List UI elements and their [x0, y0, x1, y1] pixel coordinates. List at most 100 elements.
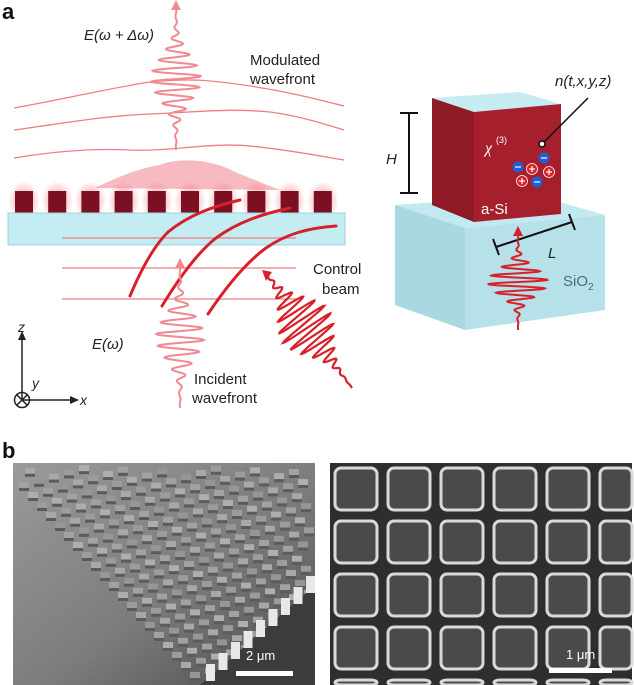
control-pulse	[266, 275, 353, 389]
sem-pillar-side	[37, 508, 47, 511]
sem-pillar-top-view	[545, 572, 591, 618]
incident-label-2: wavefront	[191, 390, 258, 407]
sem-pillar-side	[121, 497, 131, 500]
sem-pillar-side	[268, 493, 278, 497]
sem-pillar-top	[166, 478, 176, 485]
sem-pillar-side	[202, 524, 212, 528]
sem-pillar-top	[148, 521, 158, 527]
sem-pillar-top	[205, 605, 215, 612]
modulated-label-1: Modulated	[250, 52, 320, 69]
sem-pillar-side	[91, 568, 101, 571]
sem-pillar-top	[70, 517, 80, 524]
sem-pillar-side	[268, 556, 278, 559]
sem-pillar-top	[190, 609, 200, 616]
pillar	[280, 191, 299, 213]
sem-pillar-top	[217, 639, 227, 646]
sem-pillar-top	[145, 559, 155, 566]
sem-pillar-side	[280, 590, 290, 594]
sem-pillar-top	[151, 482, 161, 489]
sem-pillar-top	[223, 500, 233, 506]
sem-pillar-side	[28, 498, 38, 501]
sem-pillar-top	[163, 642, 173, 648]
sem-pillar-side	[97, 491, 107, 495]
sem-pillar-top	[232, 510, 242, 516]
sem-pillar-side	[169, 633, 179, 637]
sem-pillar-top	[238, 621, 248, 627]
sem-pillar-side	[271, 580, 281, 584]
sem-pillar-top	[298, 541, 308, 548]
index-pointer-dot	[538, 140, 546, 148]
sem-pillar-side	[106, 563, 116, 567]
sem-pillar-side	[226, 530, 236, 534]
sem-pillar-top-view	[333, 572, 379, 618]
sem-pillar-side	[253, 560, 263, 564]
sem-pillar-side	[142, 603, 152, 607]
panel-b-letter: b	[2, 438, 15, 463]
chi-symbol: χ	[483, 140, 493, 157]
sem-pillar-side	[280, 527, 290, 531]
edge-pillar	[218, 653, 228, 670]
sem-pillar-top	[244, 606, 254, 613]
sem-pillar-side	[139, 579, 149, 583]
sem-pillar-top	[298, 479, 308, 485]
sem-pillar-side	[232, 516, 242, 519]
sem-pillar-side	[100, 578, 110, 581]
sem-pillar-side	[190, 552, 200, 556]
sem-pillar-top	[76, 503, 86, 510]
sem-pillar-top	[277, 497, 287, 504]
sem-pillar-side	[235, 477, 245, 481]
sem-pillar-top	[163, 516, 173, 523]
axis-y-label: y	[31, 375, 40, 391]
sem-pillar-top-view	[598, 625, 634, 671]
pillar	[81, 191, 100, 213]
sem-pillar-side	[145, 628, 155, 631]
sem-pillar-top	[247, 568, 257, 575]
pillar	[313, 191, 332, 213]
sem-pillar-side	[163, 522, 173, 526]
sem-pillar-side	[73, 548, 83, 551]
sem-pillar-top	[280, 584, 290, 591]
modulated-label-2: wavefront	[249, 71, 316, 88]
sem-pillar-top-view	[333, 678, 379, 685]
sem-pillar-side	[199, 500, 209, 504]
sem-pillar-side	[223, 568, 233, 572]
sem-pillar-side	[184, 504, 194, 508]
edge-pillars	[206, 576, 315, 681]
sem-pillar-side	[238, 564, 248, 568]
sem-pillar-top	[64, 532, 74, 538]
sem-pillar-top-view	[545, 678, 591, 685]
sem-pillar-side	[289, 537, 299, 541]
sem-pillar-top	[199, 494, 209, 501]
sem-pillar-side	[217, 520, 227, 524]
sem-pillar-side	[274, 541, 284, 545]
sem-pillar-top	[214, 615, 224, 622]
sem-pillar-side	[103, 539, 113, 543]
sem-pillar-top	[289, 469, 299, 475]
sem-pillar-top	[91, 562, 101, 568]
sem-pillar-side	[19, 488, 29, 491]
sem-pillar-side	[304, 533, 314, 537]
sem-pillar-top	[127, 602, 137, 608]
sem-pillar-top	[115, 505, 125, 512]
edge-pillar	[206, 664, 215, 681]
sem-pillar-top-view	[439, 519, 485, 565]
sem-pillar-side	[124, 583, 134, 587]
sem-pillar-side	[88, 481, 98, 485]
sem-pillar-top	[109, 582, 119, 588]
sem-pillar-side	[226, 592, 236, 596]
sem-pillar-side	[82, 495, 92, 499]
metasurface-substrate	[7, 212, 346, 246]
sem-pillar-side	[154, 638, 164, 641]
sem-pillar-top	[115, 567, 125, 574]
sem-pillar-side	[298, 547, 308, 551]
sem-pillar-side	[277, 503, 287, 507]
sem-pillar-side	[166, 484, 176, 488]
sem-pillar-top-view	[439, 625, 485, 671]
sem-pillar-side	[235, 602, 245, 606]
sem-pillar-top	[151, 545, 161, 552]
sem-pillar-top	[169, 627, 179, 634]
sem-pillar-top	[145, 622, 155, 628]
sem-pillar-side	[148, 589, 158, 593]
sem-pillar-side	[265, 531, 275, 535]
sem-pillar-side	[139, 517, 149, 520]
